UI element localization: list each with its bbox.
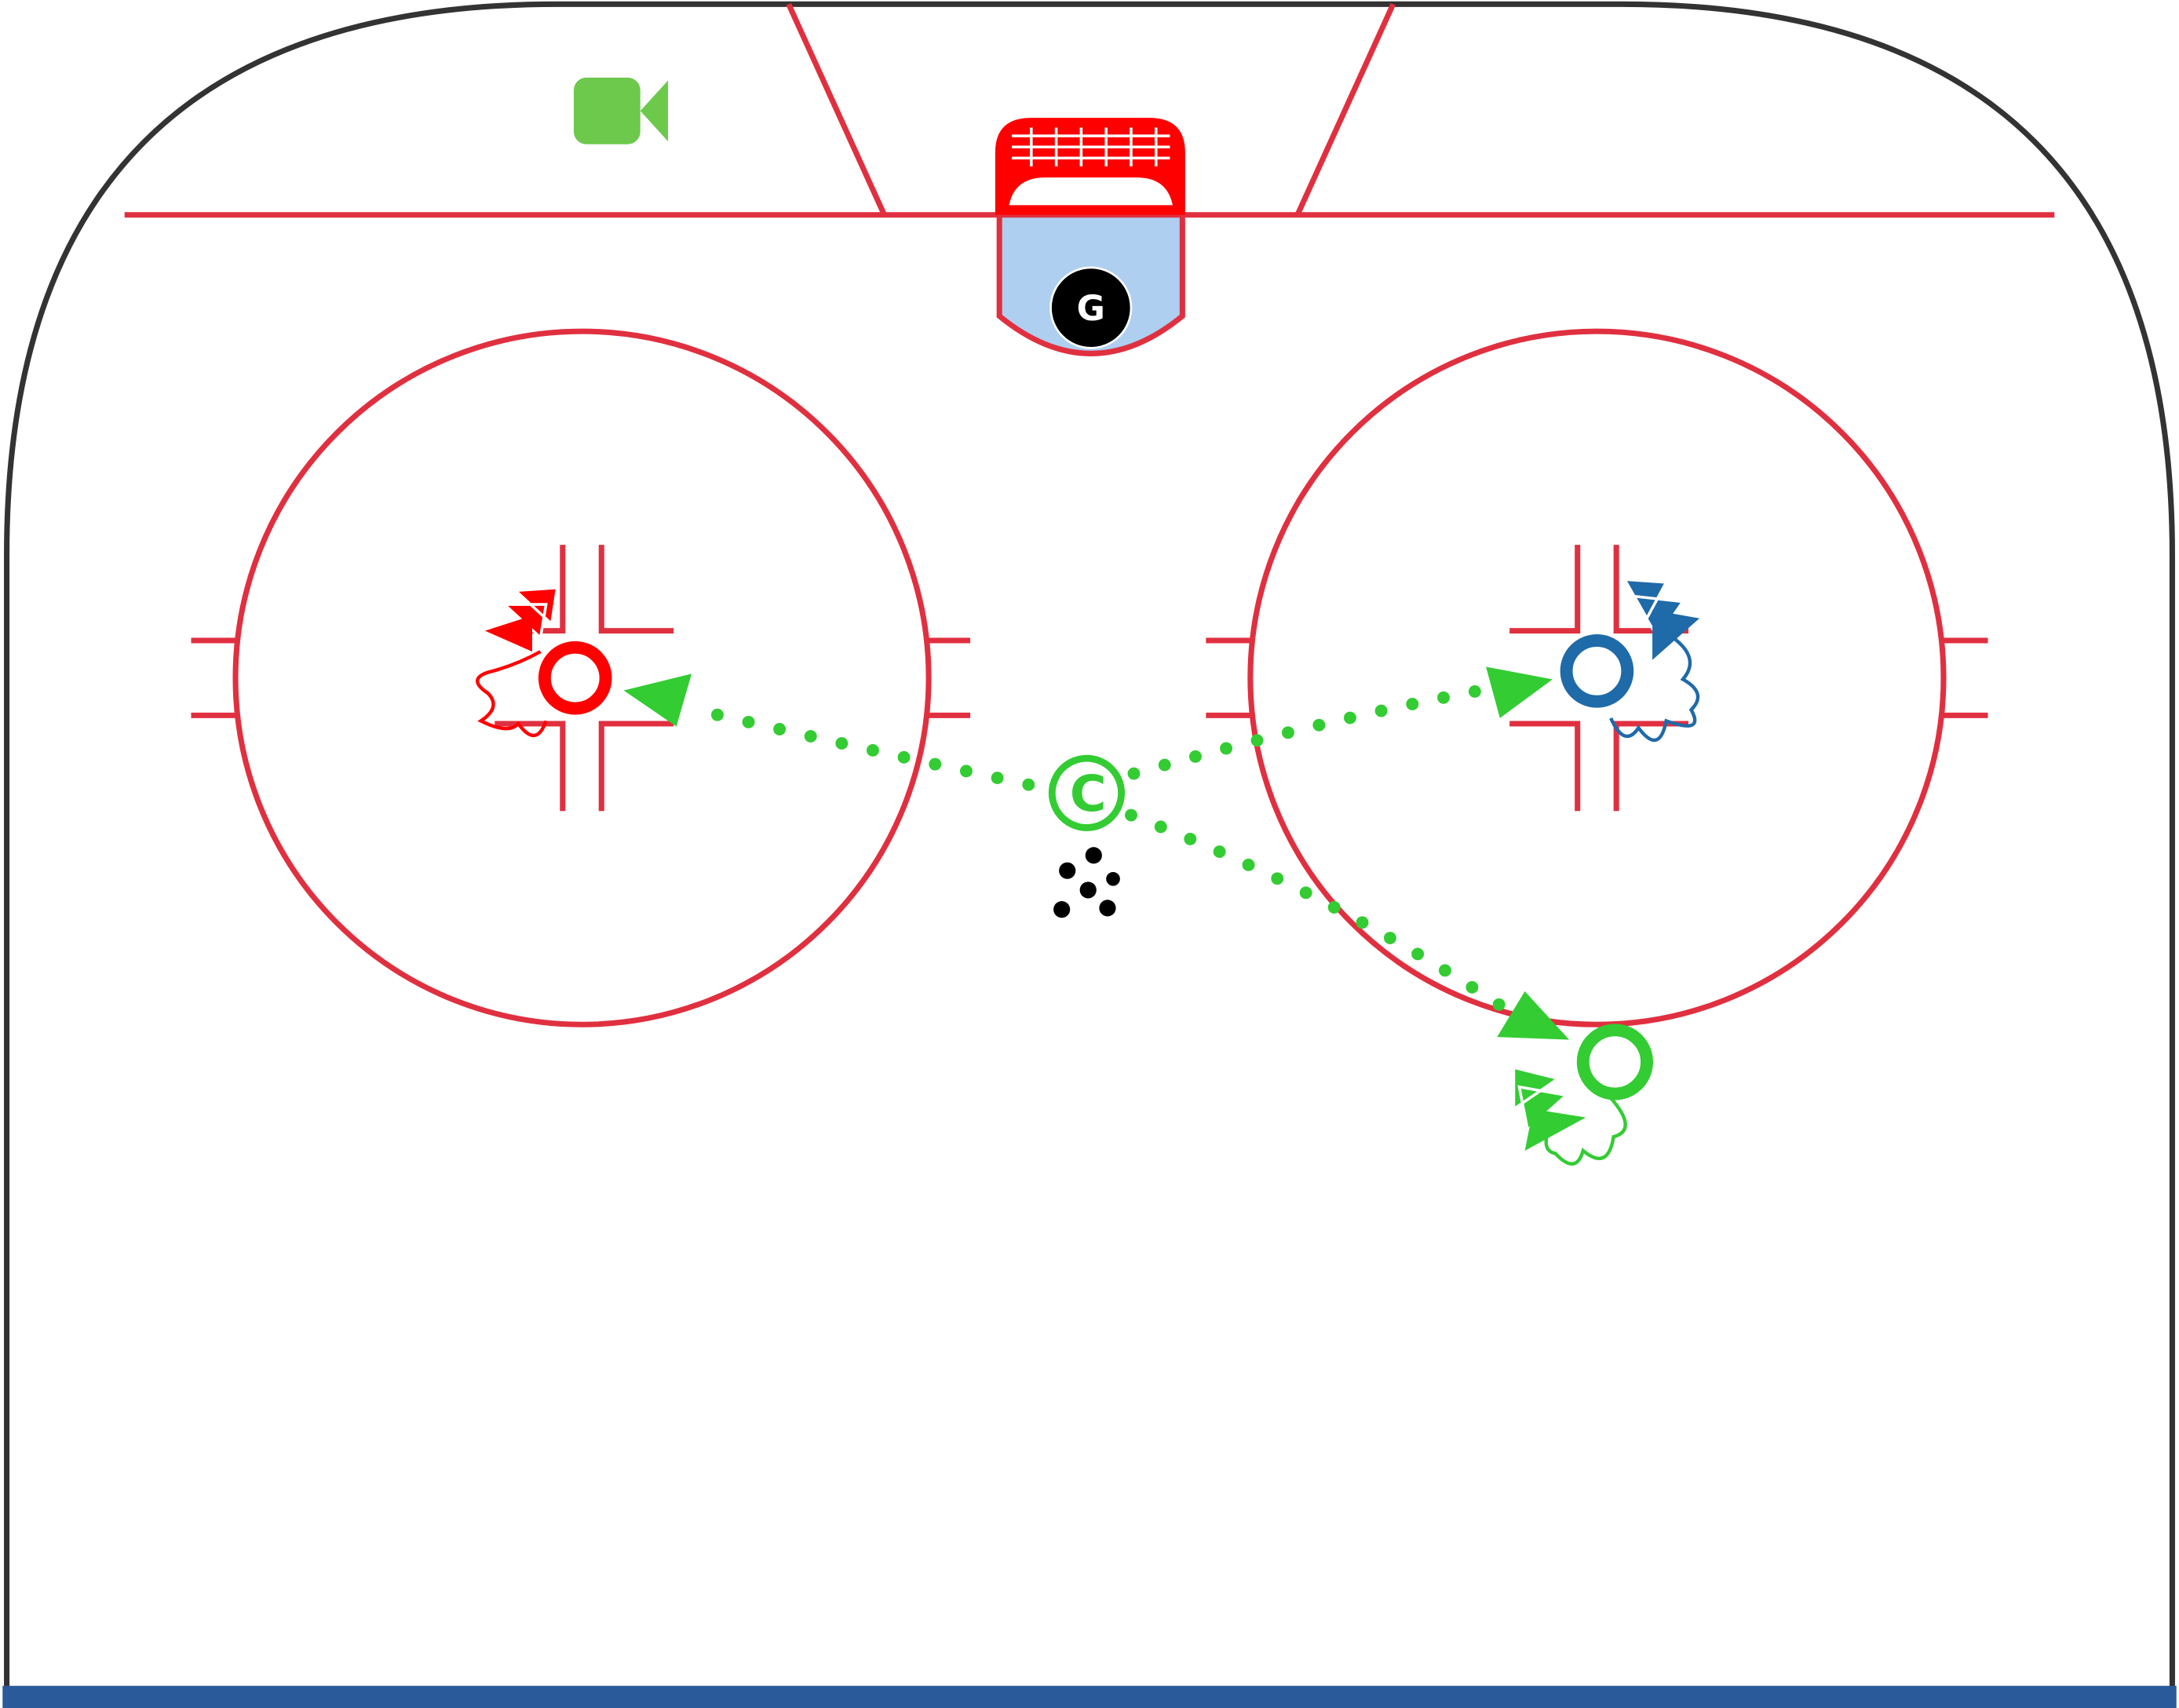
faceoff-circle-right bbox=[1247, 328, 1947, 1027]
pass-to-red bbox=[689, 703, 1035, 791]
goalie-label: G bbox=[1077, 289, 1105, 329]
pass-to-green bbox=[1125, 808, 1506, 1012]
coach-label: C bbox=[1070, 765, 1107, 823]
faceoff-dot-right bbox=[1509, 545, 1689, 812]
player-red[interactable] bbox=[476, 586, 612, 738]
arrowhead-icon bbox=[623, 673, 692, 727]
pass-to-blue bbox=[1127, 684, 1487, 780]
goal-net bbox=[995, 118, 1185, 215]
player-blue[interactable] bbox=[1560, 578, 1700, 743]
player-green[interactable] bbox=[1512, 1024, 1653, 1166]
pucks bbox=[1053, 847, 1120, 918]
bottom-bar bbox=[2, 1685, 2177, 1708]
faceoff-dot-left bbox=[495, 545, 674, 812]
faceoff-circle-left bbox=[232, 328, 932, 1027]
arrowhead-icon bbox=[1497, 991, 1570, 1040]
video-camera-icon[interactable] bbox=[573, 77, 669, 144]
hash-marks bbox=[191, 637, 1988, 718]
trapezoid-left bbox=[786, 2, 887, 217]
coach[interactable]: C bbox=[1048, 754, 1126, 831]
rink-boards bbox=[4, 1, 2175, 1695]
arrowhead-icon bbox=[1486, 666, 1553, 718]
trapezoid-right bbox=[1294, 2, 1396, 217]
goalie[interactable]: G bbox=[1049, 266, 1133, 349]
